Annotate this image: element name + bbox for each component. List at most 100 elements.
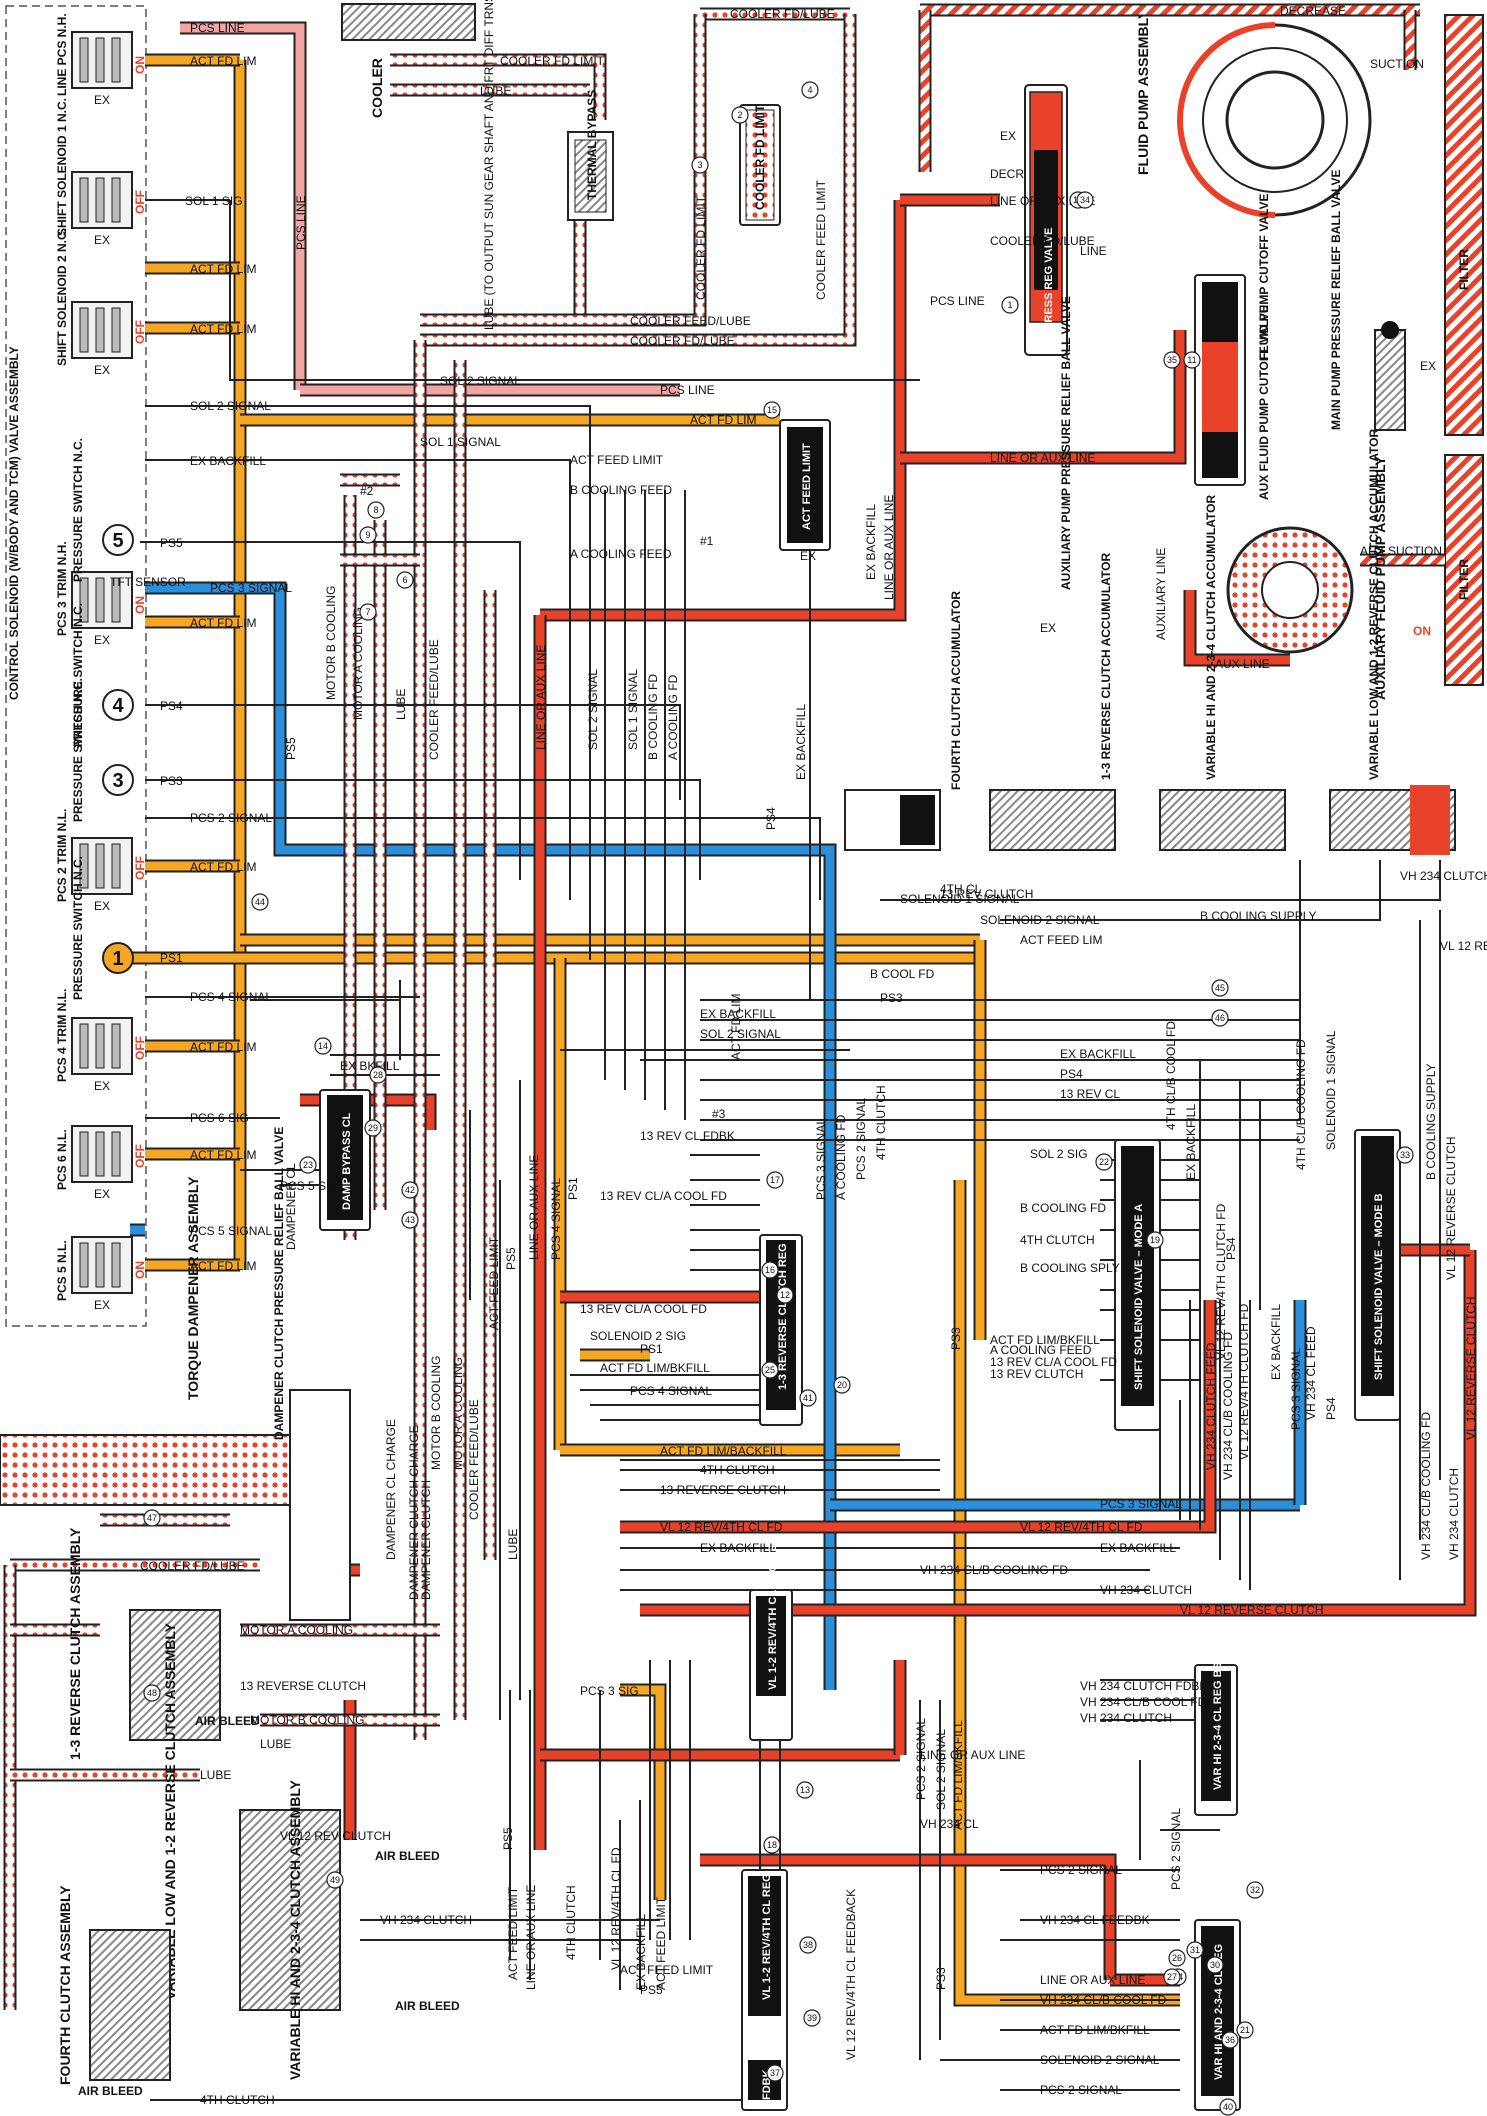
label-vh234-clutch-2: VH 234 CLUTCH (1100, 1583, 1192, 1597)
solenoid-state: ON (133, 1261, 147, 1279)
check-marker-16: 16 (761, 1261, 779, 1279)
solenoid-ex: EX (94, 899, 110, 913)
pcs3-signal-line (130, 581, 1307, 1690)
solenoid-name: PCS 6 N.L. (55, 1129, 69, 1190)
pressure-switch-number: 1 (112, 948, 123, 970)
label-ps4: PS4 (160, 699, 183, 713)
svg-text:PS5: PS5 (284, 737, 298, 760)
svg-text:MOTOR A COOLING: MOTOR A COOLING (451, 1357, 465, 1470)
solenoid-ex: EX (94, 1187, 110, 1201)
solenoid-name: PCS 3 TRIM N.H. (55, 541, 69, 636)
svg-text:AIR BLEED: AIR BLEED (375, 1849, 440, 1863)
pressure-switch-number: 5 (112, 530, 123, 552)
check-marker-29: 29 (364, 1119, 382, 1137)
check-marker-4: 4 (801, 81, 819, 99)
svg-text:EX: EX (1000, 129, 1016, 143)
label-pcs-line-2: PCS LINE (660, 383, 715, 397)
fourth-clutch-label: FOURTH CLUTCH ASSEMBLY (57, 1885, 73, 2085)
svg-text:AIR BLEED: AIR BLEED (195, 1714, 260, 1728)
solenoid-state: ON (133, 596, 147, 614)
svg-text:ACT FEED LIMIT: ACT FEED LIMIT (506, 1886, 520, 1980)
svg-text:EX: EX (1040, 621, 1056, 635)
check-marker-number: 9 (365, 530, 370, 540)
svg-text:VL 12 REVERSE CLUTCH: VL 12 REVERSE CLUTCH (1464, 1296, 1478, 1440)
label-ex-bkfill: EX BKFILL (340, 1059, 400, 1073)
check-marker-number: 3 (697, 160, 702, 170)
check-marker-number: 13 (800, 1785, 810, 1795)
check-marker-26: 26 (1168, 1949, 1186, 1967)
svg-text:LINE OR AUX LINE: LINE OR AUX LINE (534, 645, 548, 750)
svg-text:PCS 2 SIGNAL: PCS 2 SIGNAL (1169, 1808, 1183, 1890)
label-pcs-line-3: PCS LINE (930, 294, 985, 308)
check-marker-7: 7 (359, 603, 377, 621)
cooler-fd-limit-valve (739, 104, 781, 226)
label-vh234-clutch: VH 234 CLUTCH (1400, 869, 1487, 883)
svg-text:EX BACKFILL: EX BACKFILL (634, 1914, 648, 1990)
label-sol1-sig: SOL 1 SIG (185, 194, 243, 208)
rev13-accumulator (989, 789, 1116, 851)
label-sol2-signal-2: SOL 2 SIGNAL (440, 374, 521, 388)
label-sol1-signal: SOL 1 SIGNAL (420, 435, 501, 449)
svg-text:#1: #1 (700, 534, 714, 548)
svg-text:VH 234 CLUTCH: VH 234 CLUTCH (1447, 1468, 1461, 1560)
svg-text:EX BACKFILL: EX BACKFILL (794, 704, 808, 780)
aux-fluid-pump (1226, 526, 1354, 654)
act-feed-limit-valve (779, 419, 831, 551)
check-marker-3: 3 (691, 156, 709, 174)
solenoid-name: LINE PCS N.H. (55, 13, 69, 96)
svg-text:EX BACKFILL: EX BACKFILL (1269, 1304, 1283, 1380)
check-marker-25: 25 (761, 1361, 779, 1379)
check-marker-49: 49 (326, 1871, 344, 1889)
fourth-accumulator-label: FOURTH CLUTCH ACCUMULATOR (949, 591, 963, 790)
shift-sol-a-label: SHIFT SOLENOID VALVE – MODE A (1133, 1204, 1145, 1390)
label-cooler-fd-limit-top: COOLER FD LIMIT (500, 54, 605, 68)
check-marker-number: 19 (1150, 1235, 1160, 1245)
svg-text:MOTOR A COOLING: MOTOR A COOLING (351, 607, 365, 720)
label-b-cool-fd: B COOL FD (870, 967, 935, 981)
check-marker-number: 27 (1167, 1972, 1177, 1982)
label-4th-clutch-2: 4TH CLUTCH (700, 1463, 775, 1477)
svg-text:PCS LINE: PCS LINE (294, 195, 308, 250)
varlow-clutch-assembly (239, 1809, 341, 2011)
check-marker-number: 42 (405, 1185, 415, 1195)
rev13-accumulator-label: 1-3 REVERSE CLUTCH ACCUMULATOR (1099, 553, 1113, 780)
fluid-pump-cutoff-label: FLUID PUMP CUTOFF VALVE (1257, 194, 1271, 360)
check-marker-number: 44 (255, 897, 265, 907)
label-ps1-2: PS1 (640, 1342, 663, 1356)
check-marker-30: 30 (1206, 1956, 1224, 1974)
aux-pump-cutoff-label: AUX FLUID PUMP CUTOFF VALVE (1257, 305, 1271, 500)
svg-text:B COOLING FD: B COOLING FD (646, 674, 660, 760)
label-act-fd-lim-bkfill: ACT FD LIM/BKFILL (600, 1361, 710, 1375)
check-marker-12: 12 (776, 1286, 794, 1304)
check-marker-number: 41 (803, 1393, 813, 1403)
check-marker-46: 46 (1211, 1009, 1229, 1027)
label-pcs5-signal: PCS 5 SIGNAL (190, 1224, 272, 1238)
label-solenoid2-signal-2: SOLENOID 2 SIGNAL (1040, 2053, 1160, 2067)
check-marker-number: 18 (767, 1840, 777, 1850)
label-pcs2-signal: PCS 2 SIGNAL (190, 811, 272, 825)
check-marker-number: 29 (368, 1123, 378, 1133)
shift-sol-valve-a (1114, 1139, 1161, 1431)
svg-text:ACT FD LIM: ACT FD LIM (729, 994, 743, 1060)
check-marker-number: 28 (373, 1070, 383, 1080)
label-13-rev-cl: 13 REV CL (1060, 1087, 1120, 1101)
aux-suction-label: AUX SUCTION (1360, 544, 1442, 558)
label-b-cooling-sply: B COOLING SPLY (1020, 1261, 1120, 1275)
label-sol2-sig: SOL 2 SIG (1030, 1147, 1088, 1161)
label-line-or-aux-line-4: LINE OR AUX LINE (1040, 1973, 1145, 1987)
label-vl12-rev-cl: VL 12 REV CL (1440, 939, 1487, 953)
vl12-boost-valve (749, 1589, 793, 1741)
svg-text:SOL 2 SIGNAL: SOL 2 SIGNAL (586, 669, 600, 750)
label-act-fd-lim-3: ACT FD LIM (190, 322, 256, 336)
fluid-pump-cutoff-valve (1194, 274, 1246, 486)
label-b-cooling-supply: B COOLING SUPPLY (1200, 909, 1316, 923)
check-marker-35: 35 (1163, 351, 1181, 369)
check-marker-9: 9 (359, 526, 377, 544)
solenoid-state: OFF (133, 856, 147, 880)
varlow-accumulator-label: VARIABLE LOW AND 1-2 REVERSE CLUTCH ACCU… (1367, 429, 1381, 780)
check-marker-number: 7 (365, 607, 370, 617)
